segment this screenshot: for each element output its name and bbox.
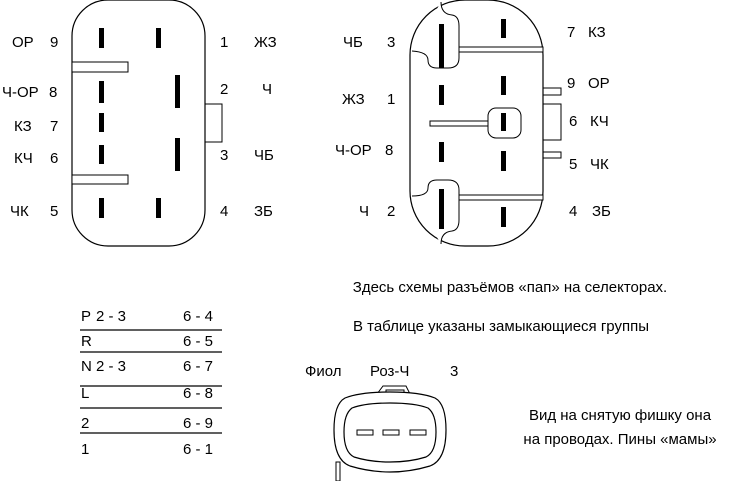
wire-label: ЗБ xyxy=(592,203,611,220)
pin-label: 1 xyxy=(220,34,228,51)
table-pos: L xyxy=(81,385,89,402)
wire-label: ЧБ xyxy=(343,34,363,51)
table-pos: N xyxy=(81,358,92,375)
wire-label: КЧ xyxy=(14,150,33,167)
wire-label: ЧК xyxy=(590,156,609,173)
pin-7 xyxy=(99,113,104,132)
pin-9 xyxy=(99,28,104,48)
wire-label: ОР xyxy=(588,75,610,92)
pin-6 xyxy=(99,145,104,164)
note-line-1: Здесь схемы разъёмов «пап» на селекторах… xyxy=(353,279,667,296)
wire-label: ЧК xyxy=(10,203,29,220)
pin-4 xyxy=(501,207,506,227)
wire-label: Ч xyxy=(359,203,369,220)
pin-label: 5 xyxy=(569,156,577,173)
key-slot xyxy=(71,174,129,185)
table-group1: 2 - 3 xyxy=(96,308,126,325)
socket-1 xyxy=(356,429,374,436)
pin-2 xyxy=(439,189,444,229)
plug-caption-1: Вид на снятую фишку она xyxy=(529,407,712,424)
pin-housing xyxy=(411,179,460,245)
pin-label: 9 xyxy=(567,75,575,92)
plug-wire-label: Фиол xyxy=(305,363,342,380)
table-group2: 6 - 9 xyxy=(183,415,213,432)
wire-label: ЖЗ xyxy=(342,91,365,108)
socket-3 xyxy=(409,429,427,436)
table-pos: 1 xyxy=(81,441,89,458)
table-group2: 6 - 7 xyxy=(183,358,213,375)
pin-label: 3 xyxy=(220,147,228,164)
pin-label: 5 xyxy=(50,203,58,220)
key-rib xyxy=(458,46,544,53)
table-group2: 6 - 5 xyxy=(183,333,213,350)
wire-label: Ч-ОР xyxy=(2,84,39,101)
table-group2: 6 - 1 xyxy=(183,441,213,458)
pin-label: 4 xyxy=(569,203,577,220)
pin-7 xyxy=(501,19,506,38)
pin-2 xyxy=(175,75,180,108)
side-latch xyxy=(203,103,223,143)
connector-body xyxy=(71,0,206,247)
pin-5 xyxy=(501,151,506,171)
wire-label: ЗБ xyxy=(254,203,273,220)
pin-3 xyxy=(175,138,180,171)
plug-caption-2: на проводах. Пины «мамы» xyxy=(523,431,716,448)
table-pos: R xyxy=(81,333,92,350)
pin-8 xyxy=(99,81,104,103)
pin-label: 7 xyxy=(567,24,575,41)
pin-label: 7 xyxy=(50,118,58,135)
key-rib xyxy=(458,194,544,201)
plug-wire-label: 3 xyxy=(450,363,458,380)
key-rib xyxy=(429,120,489,127)
wire-label: Ч-ОР xyxy=(335,142,372,159)
table-group1: 2 - 3 xyxy=(96,358,126,375)
wire-label: ЧБ xyxy=(254,147,274,164)
pin-1 xyxy=(439,85,444,105)
side-rib xyxy=(542,87,562,96)
left-connector: ОР 9 Ч-ОР 8 КЗ 7 КЧ 6 ЧК 5 1 ЖЗ 2 Ч 3 ЧБ… xyxy=(2,0,277,247)
pin-label: 1 xyxy=(387,91,395,108)
wire-label: ОР xyxy=(12,34,34,51)
plug-wire-label: Роз-Ч xyxy=(370,363,409,380)
plug-wire xyxy=(335,461,341,481)
wire-label: ЖЗ xyxy=(254,34,277,51)
key-slot xyxy=(71,61,129,73)
wire-label: КЧ xyxy=(590,113,609,130)
pin-label: 3 xyxy=(387,34,395,51)
right-connector: ЧБ 3 ЖЗ 1 Ч-ОР 8 Ч 2 7 КЗ 9 ОР 6 КЧ 5 ЧК… xyxy=(335,0,611,247)
pin-label: 6 xyxy=(569,113,577,130)
pin-6 xyxy=(501,113,506,131)
pin-label: 4 xyxy=(220,203,228,220)
wire-label: Ч xyxy=(262,81,272,98)
table-pos: P xyxy=(81,308,91,325)
pin-housing xyxy=(411,1,460,69)
pin-label: 2 xyxy=(220,81,228,98)
pin-label: 2 xyxy=(387,203,395,220)
table-group2: 6 - 8 xyxy=(183,385,213,402)
pin-1 xyxy=(156,28,161,48)
female-plug: Фиол Роз-Ч 3 Вид на снятую фишку она на … xyxy=(305,363,717,481)
pin-4 xyxy=(156,198,161,218)
pin-label: 6 xyxy=(50,150,58,167)
pin-label: 8 xyxy=(49,84,57,101)
table-pos: 2 xyxy=(81,415,89,432)
pin-label: 9 xyxy=(50,34,58,51)
pin-3 xyxy=(439,24,444,68)
socket-2 xyxy=(382,429,400,436)
pin-8 xyxy=(439,142,444,162)
pin-5 xyxy=(99,198,104,218)
side-rib xyxy=(542,151,562,159)
pin-label: 8 xyxy=(385,142,393,159)
pin-9 xyxy=(501,76,506,95)
wire-label: КЗ xyxy=(14,118,32,135)
note-line-2: В таблице указаны замыкающиеся группы xyxy=(353,318,649,335)
table-group2: 6 - 4 xyxy=(183,308,213,325)
wire-label: КЗ xyxy=(588,24,606,41)
closure-table: P 2 - 3 6 - 4 R 6 - 5 N 2 - 3 6 - 7 L 6 … xyxy=(80,308,222,458)
side-latch xyxy=(542,103,562,141)
